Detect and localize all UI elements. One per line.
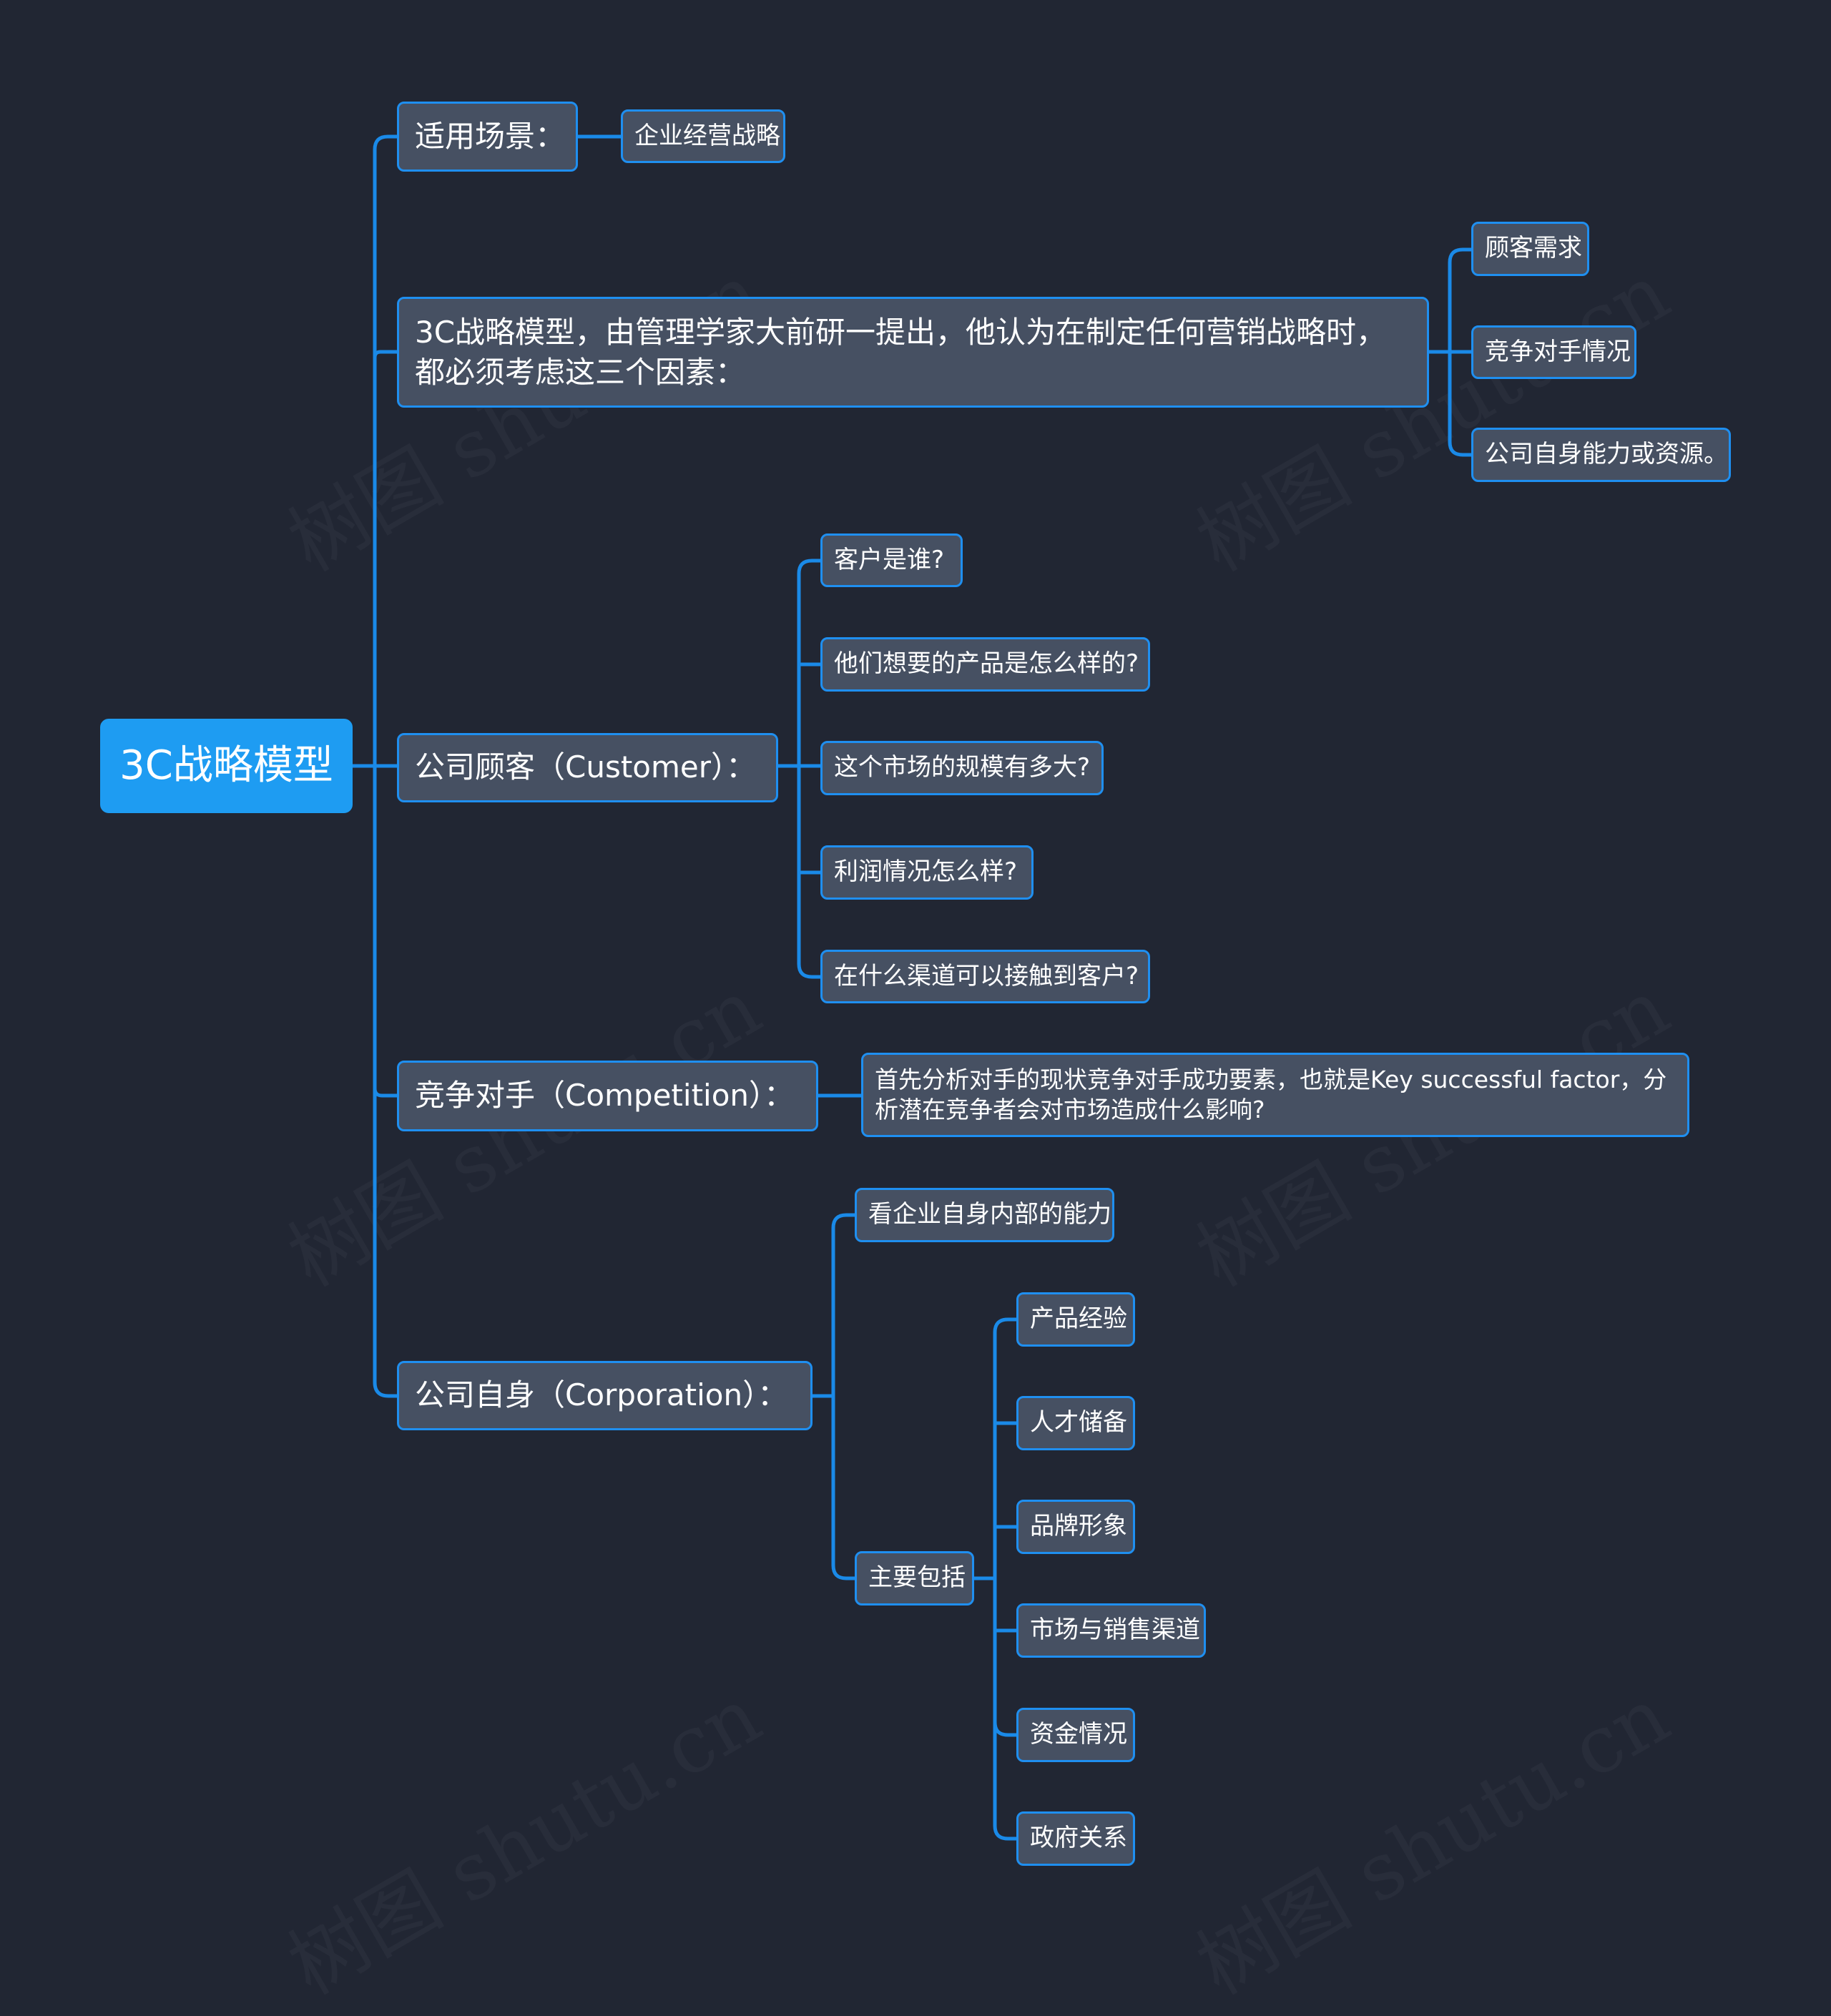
topic-intro[interactable]: 3C战略模型，由管理学家大前研一提出，他认为在制定任何营销战略时，都必须考虑这三…: [397, 297, 1429, 408]
topic-corporation[interactable]: 公司自身（Corporation）：: [397, 1361, 813, 1430]
subtopic-competition-item[interactable]: 首先分析对手的现状竞争对手成功要素，也就是Key successful fact…: [861, 1053, 1689, 1137]
connector-root-intro: [373, 350, 399, 360]
subtopic-intro-item[interactable]: 竞争对手情况: [1471, 325, 1636, 379]
subtopic-main-item[interactable]: 市场与销售渠道: [1016, 1603, 1206, 1658]
subtopic-customer-item[interactable]: 客户是谁?: [820, 533, 963, 587]
connector-intro: [1427, 247, 1473, 457]
subtopic-corporation-item[interactable]: 主要包括: [855, 1551, 974, 1606]
root-topic[interactable]: 3C战略模型: [100, 719, 353, 813]
subtopic-main-item[interactable]: 人才储备: [1016, 1396, 1135, 1450]
connector-lines: [350, 134, 1473, 1841]
connector-root-corporation: [373, 764, 399, 1398]
subtopic-customer-item[interactable]: 利润情况怎么样?: [820, 845, 1034, 900]
subtopic-main-item[interactable]: 资金情况: [1016, 1708, 1135, 1762]
connector-root-trunk: [350, 134, 399, 768]
topic-scene[interactable]: 适用场景：: [397, 102, 578, 172]
subtopic-customer-item[interactable]: 在什么渠道可以接触到客户?: [820, 950, 1150, 1003]
subtopic-intro-item[interactable]: 顾客需求: [1471, 222, 1589, 276]
connector-corporation: [810, 1213, 857, 1580]
subtopic-intro-item[interactable]: 公司自身能力或资源。: [1471, 428, 1731, 482]
subtopic-customer-item[interactable]: 他们想要的产品是怎么样的?: [820, 637, 1150, 692]
subtopic-scene-item[interactable]: 企业经营战略: [621, 109, 785, 163]
subtopic-customer-item[interactable]: 这个市场的规模有多大?: [820, 741, 1104, 795]
subtopic-main-item[interactable]: 产品经验: [1016, 1292, 1135, 1347]
topic-customer[interactable]: 公司顾客（Customer）：: [397, 733, 778, 802]
connector-main-items: [972, 1317, 1018, 1841]
subtopic-corporation-item[interactable]: 看企业自身内部的能力: [855, 1188, 1114, 1242]
topic-competition[interactable]: 竞争对手（Competition）：: [397, 1061, 818, 1131]
connector-customer: [776, 559, 823, 979]
subtopic-main-item[interactable]: 品牌形象: [1016, 1500, 1135, 1554]
subtopic-main-item[interactable]: 政府关系: [1016, 1811, 1135, 1866]
connector-root-competition: [373, 1086, 399, 1098]
